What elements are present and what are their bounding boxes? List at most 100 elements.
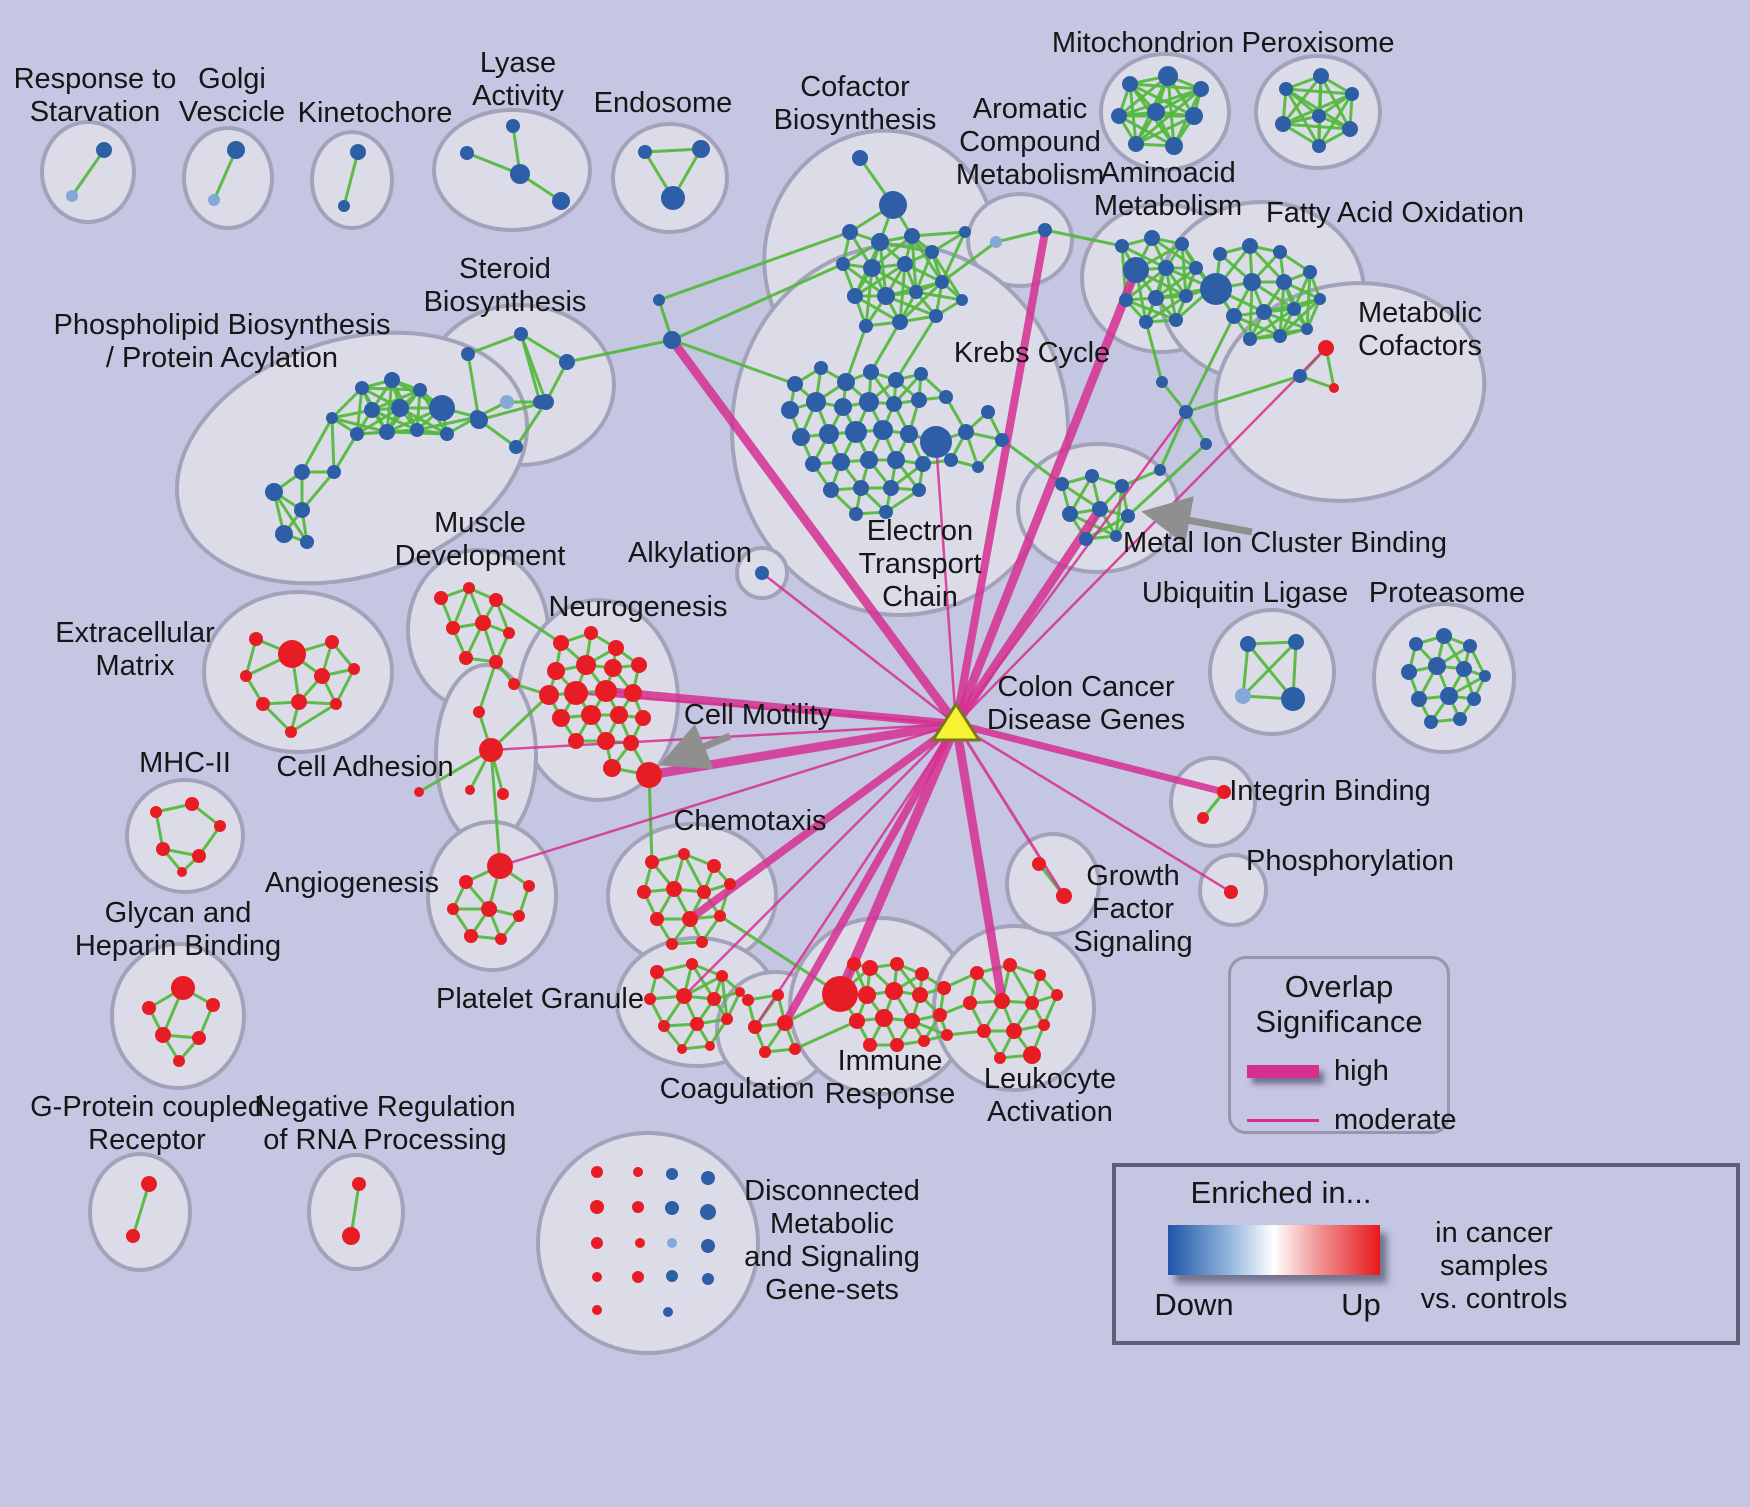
gene-set-node [904, 1013, 920, 1029]
annotation-arrow [1141, 496, 1253, 545]
gene-set-node [863, 259, 881, 277]
gene-set-edge [300, 416, 334, 474]
enrichment-up-label: Up [1341, 1287, 1381, 1322]
gene-set-node [384, 372, 400, 388]
gene-set-node [632, 1201, 644, 1213]
gene-set-node [1409, 637, 1423, 651]
gene-set-node [559, 354, 575, 370]
gene-set-node [1213, 247, 1227, 261]
gene-set-edge [910, 234, 944, 284]
gene-set-node [832, 453, 850, 471]
phosphorylation-label: Phosphorylation [1246, 845, 1454, 877]
gene-set-node [705, 1041, 715, 1051]
gene-set-node [192, 1031, 206, 1045]
gene-set-node [1243, 273, 1261, 291]
gene-set-edge [519, 332, 542, 404]
colon-cancer-hub-node [930, 701, 982, 742]
gene-set-node [918, 1035, 930, 1047]
gene-set-edge [898, 280, 944, 324]
gene-set-node [748, 1020, 762, 1034]
gene-set-edge [466, 352, 481, 422]
mitochondrion-label: Mitochondrion [1052, 27, 1234, 59]
gene-set-node [1122, 76, 1138, 92]
gene-set-node [325, 635, 339, 649]
moderate-significance-swatch [1247, 1119, 1319, 1122]
gene-set-node [208, 194, 220, 206]
chemotaxis-label: Chemotaxis [673, 805, 826, 837]
gene-set-node [1288, 634, 1304, 650]
gene-set-node [1424, 715, 1438, 729]
gene-set-edge [940, 230, 967, 284]
disease-overlap-edge [954, 410, 1188, 726]
gene-set-edge [1117, 74, 1170, 118]
gene-set-node [327, 465, 341, 479]
gene-set-node [514, 327, 528, 341]
gene-set-edge [385, 378, 394, 434]
gene-set-node [338, 200, 350, 212]
gene-set-edge [131, 1182, 151, 1238]
gene-set-node [489, 593, 503, 607]
gene-set-node [1079, 532, 1093, 546]
gene-set-node [1242, 238, 1258, 254]
gene-set-node [379, 424, 395, 440]
gene-set-node [845, 421, 867, 443]
gene-set-node [666, 881, 682, 897]
gene-set-node [1313, 68, 1329, 84]
gene-set-node [1139, 315, 1153, 329]
gene-set-node [650, 912, 664, 926]
layer-magenta [489, 228, 1328, 1029]
gene-set-node [653, 294, 665, 306]
gene-set-node [1401, 664, 1417, 680]
gene-set-edge [1144, 320, 1164, 384]
gene-set-node [495, 933, 507, 945]
gene-set-node [552, 709, 570, 727]
gene-set-edge [565, 338, 674, 364]
gene-set-node [836, 257, 850, 271]
gene-set-node [624, 684, 642, 702]
gene-set-node [1436, 628, 1452, 644]
neurogenesis-label: Neurogenesis [549, 591, 728, 623]
gene-set-node [500, 395, 514, 409]
gene-set-edge [466, 332, 523, 356]
gene-set-node [1055, 477, 1069, 491]
gene-set-node [1256, 304, 1272, 320]
gene-set-node [852, 150, 868, 166]
disease-overlap-edge [954, 346, 1328, 726]
gene-set-node [227, 141, 245, 159]
disease-overlap-edge [835, 719, 961, 999]
gene-set-edge [1281, 92, 1354, 126]
gene-set-node [459, 651, 473, 665]
gene-set-edge [1184, 374, 1302, 414]
gene-set-node [350, 427, 364, 441]
gene-set-node [661, 186, 685, 210]
gene-set-node [900, 425, 918, 443]
gene-set-node [781, 401, 799, 419]
gene-set-node [150, 806, 162, 818]
gene-set-node [645, 855, 659, 869]
gene-set-node [576, 655, 596, 675]
gene-set-node [553, 635, 569, 651]
gene-set-node [440, 427, 454, 441]
gene-set-node [1165, 137, 1183, 155]
gene-set-node [696, 936, 708, 948]
gene-set-edge [330, 416, 336, 474]
gene-set-node [963, 996, 977, 1010]
gene-set-edge [417, 748, 493, 794]
gene-set-node [909, 285, 923, 299]
gene-set-node [434, 591, 448, 605]
gene-set-node [330, 698, 342, 710]
gene-set-node [1275, 116, 1291, 132]
gene-set-node [890, 957, 904, 971]
gene-set-node [759, 1046, 771, 1058]
gene-set-node [887, 451, 905, 469]
gene-set-node [792, 428, 810, 446]
gene-set-node [1006, 1023, 1022, 1039]
gene-set-node [591, 1166, 603, 1178]
gene-set-edge [718, 914, 842, 996]
gene-set-node [925, 245, 939, 259]
gene-set-node [994, 993, 1010, 1009]
gene-set-node [1301, 323, 1313, 335]
